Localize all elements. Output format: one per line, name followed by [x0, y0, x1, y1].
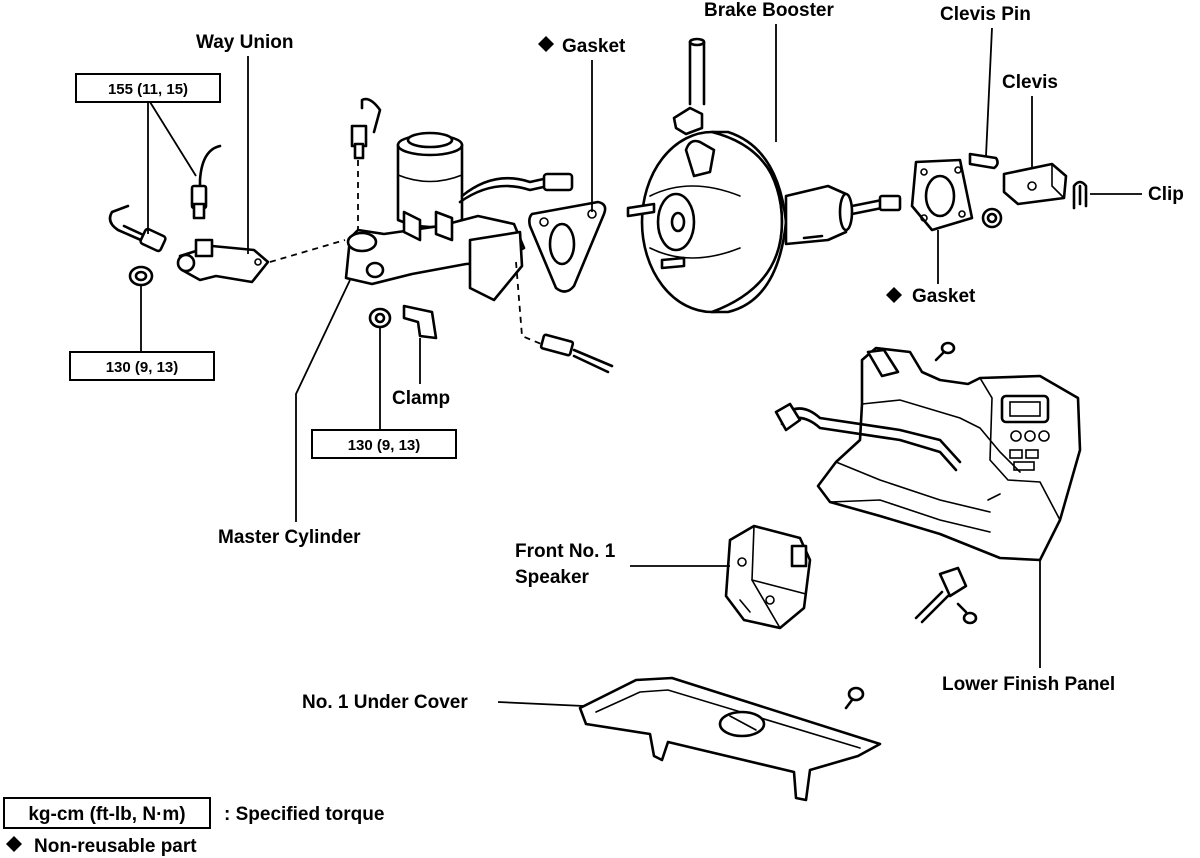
brake-booster-part [626, 37, 902, 314]
union-nut-left [128, 265, 154, 287]
label-brake-booster: Brake Booster [704, 0, 834, 21]
label-lower-finish-panel: Lower Finish Panel [942, 674, 1115, 695]
legend-non-reusable: Non-reusable part [34, 836, 197, 857]
gasket-booster-part [910, 158, 974, 232]
label-way-union: Way Union [196, 32, 293, 53]
torque-union-nut-text: 130 (9, 13) [106, 359, 179, 376]
label-clip: Clip [1148, 184, 1184, 205]
gasket-nut [981, 207, 1003, 229]
clip-part [1072, 180, 1088, 210]
clamp-part [402, 304, 438, 340]
label-clevis: Clevis [1002, 72, 1058, 93]
diamond-icon [538, 36, 554, 52]
label-clevis-pin: Clevis Pin [940, 4, 1031, 25]
diamond-icon [886, 287, 902, 303]
master-cylinder-part [344, 97, 574, 302]
torque-union-bolt-text: 155 (11, 15) [108, 81, 188, 98]
screw-panel-top [934, 341, 956, 362]
rear-brake-line [515, 261, 614, 374]
label-gasket-top: Gasket [562, 36, 626, 57]
front-speaker-part [724, 524, 812, 630]
clamp-nut [368, 307, 392, 329]
clevis-part [1002, 162, 1068, 206]
label-master-cylinder: Master Cylinder [218, 527, 361, 548]
clevis-pin-part [968, 152, 999, 170]
label-gasket-right: Gasket [912, 286, 976, 307]
torque-clamp-nut-text: 130 (9, 13) [348, 437, 421, 454]
label-under-cover: No. 1 Under Cover [302, 692, 468, 713]
under-cover-part [578, 676, 882, 802]
label-front-speaker-line2: Speaker [515, 567, 590, 588]
screw-under-cover [844, 686, 865, 710]
diamond-icon [6, 836, 22, 852]
gasket-cylinder-part [528, 200, 607, 293]
brake-line-upper [190, 144, 222, 220]
legend: kg-cm (ft-lb, N·m) : Specified torque No… [3, 797, 384, 857]
legend-unit-box: kg-cm (ft-lb, N·m) [28, 804, 185, 825]
label-front-speaker-line1: Front No. 1 [515, 541, 616, 562]
lower-finish-panel-part [774, 346, 1082, 562]
label-clamp: Clamp [392, 388, 450, 409]
torque-box-union-bolt: 155 (11, 15) [75, 73, 221, 103]
torque-box-clamp-nut: 130 (9, 13) [311, 429, 457, 459]
screw-panel-bottom [956, 602, 978, 625]
torque-box-union-nut: 130 (9, 13) [69, 351, 215, 381]
way-union-part [176, 238, 270, 284]
legend-unit-desc: : Specified torque [224, 804, 384, 825]
panel-switch-connector [914, 566, 968, 624]
brake-line-left [108, 204, 167, 253]
